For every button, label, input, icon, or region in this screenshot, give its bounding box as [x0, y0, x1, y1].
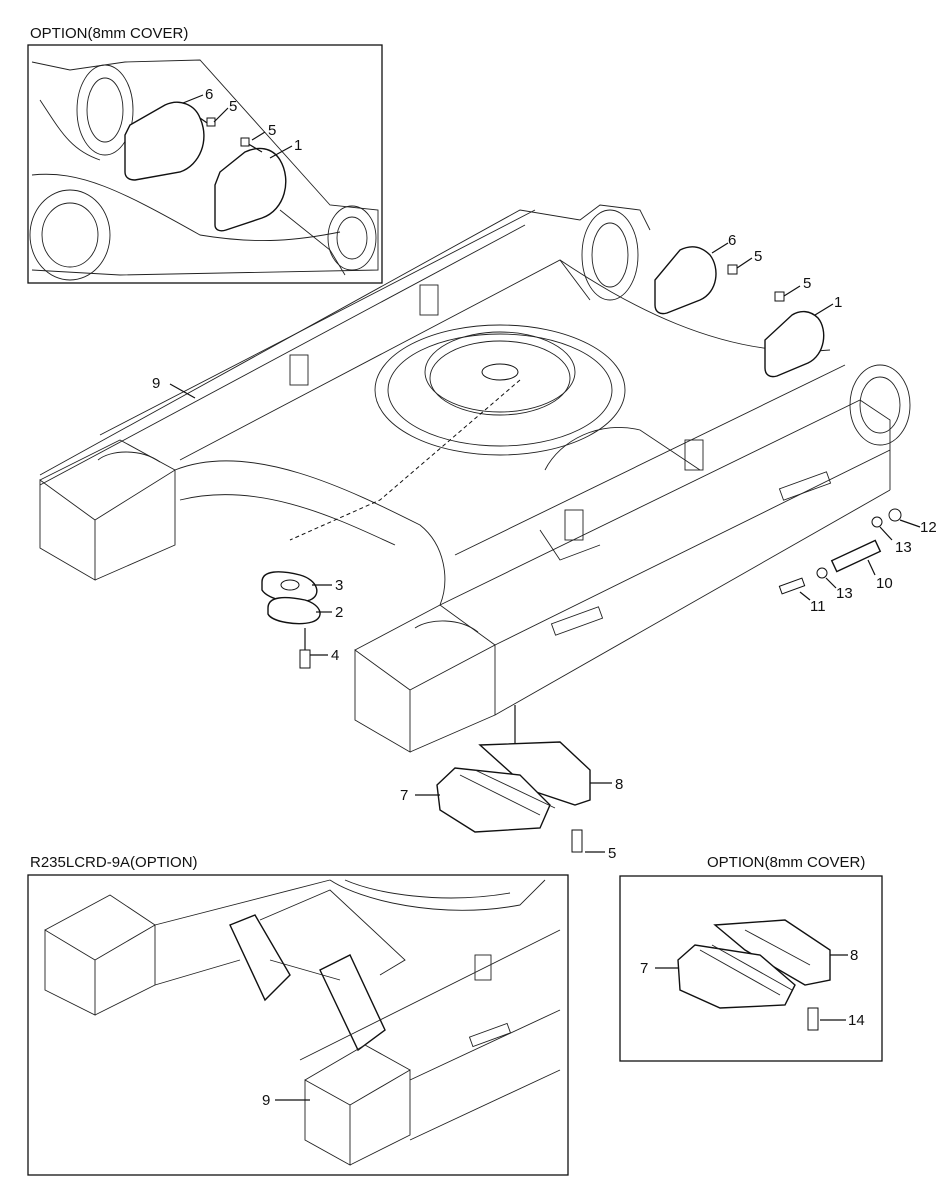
inset-title-bottom-right: OPTION(8mm COVER) — [707, 854, 865, 871]
callout-8-br: 8 — [850, 947, 858, 964]
callout-10-main: 10 — [876, 575, 893, 592]
callout-5-main-b: 5 — [803, 275, 811, 292]
callout-5-tl-b: 5 — [268, 122, 276, 139]
callout-5-tl-a: 5 — [229, 98, 237, 115]
inset-frame-bottom-right — [619, 875, 883, 1062]
nut-12-icon — [888, 508, 902, 522]
callout-4-main: 4 — [331, 647, 339, 664]
cover-7-main — [436, 767, 551, 833]
callout-7-br: 7 — [640, 960, 648, 977]
callout-2-main: 2 — [335, 604, 343, 621]
inset-frame-bottom-left — [27, 874, 569, 1176]
inset-drawing-bottom-left — [44, 879, 561, 1166]
lower-frame-main — [39, 204, 911, 753]
callout-8-main: 8 — [615, 776, 623, 793]
cover-1-main — [764, 310, 825, 378]
inset-drawing-top-left — [29, 59, 379, 281]
bolt-11-icon — [778, 577, 806, 595]
bracket-left — [229, 914, 291, 1002]
callout-5-main-a: 5 — [754, 248, 762, 265]
bolt-5-icon — [571, 829, 583, 853]
bolt-5-icon — [727, 264, 738, 275]
inset-drawing-bottom-right — [677, 919, 831, 1031]
callout-14-br: 14 — [848, 1012, 865, 1029]
callout-5-main-c: 5 — [608, 845, 616, 862]
bolt-5-icon — [774, 291, 785, 302]
washer-13-icon — [871, 516, 883, 528]
cover-1-inset — [214, 147, 287, 232]
callout-6-tl: 6 — [205, 86, 213, 103]
bolt-5-icon — [240, 137, 250, 147]
callout-13-main-a: 13 — [895, 539, 912, 556]
plate-2 — [267, 596, 321, 625]
cover-8-inset — [713, 919, 831, 986]
bolt-5-icon — [206, 117, 216, 127]
callout-6-main: 6 — [728, 232, 736, 249]
callout-7-main: 7 — [400, 787, 408, 804]
bracket-right — [319, 954, 386, 1052]
callout-1-tl: 1 — [294, 137, 302, 154]
callout-13-main-b: 13 — [836, 585, 853, 602]
bolt-14-icon — [807, 1007, 819, 1031]
callout-9-main: 9 — [152, 375, 160, 392]
inset-title-top-left: OPTION(8mm COVER) — [30, 25, 188, 42]
inset-title-bottom-left: R235LCRD-9A(OPTION) — [30, 854, 198, 871]
callout-11-main: 11 — [810, 598, 826, 615]
guard-10 — [830, 539, 882, 573]
cover-6-main — [654, 246, 717, 315]
callout-3-main: 3 — [335, 577, 343, 594]
inset-frame-top-left — [27, 44, 383, 284]
bolt-4-icon — [299, 649, 311, 669]
cover-7-inset — [677, 944, 796, 1009]
cover-6-inset — [124, 101, 205, 181]
callout-9-bl: 9 — [262, 1092, 270, 1109]
washer-13-icon — [816, 567, 828, 579]
callout-1-main: 1 — [834, 294, 842, 311]
callout-12-main: 12 — [920, 519, 937, 536]
